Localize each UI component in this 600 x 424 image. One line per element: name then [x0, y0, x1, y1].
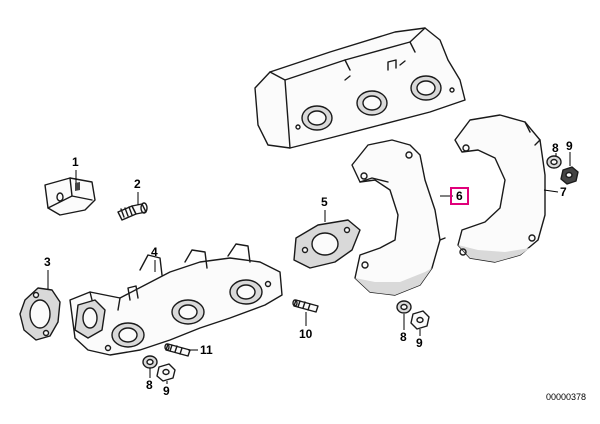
callout-8-lower[interactable]: 8: [146, 378, 153, 392]
callout-7[interactable]: 7: [560, 185, 567, 199]
callout-3[interactable]: 3: [44, 255, 51, 269]
nut-upper-right: [560, 166, 579, 185]
nut-lower-center: [410, 310, 430, 330]
stud-11: [164, 343, 191, 357]
callout-10[interactable]: 10: [299, 327, 313, 341]
callout-6[interactable]: 6: [450, 187, 469, 205]
washer-lower-left: [142, 355, 158, 369]
washer-upper-right: [546, 155, 562, 169]
heat-shield-bracket: [44, 177, 96, 216]
heat-shield-front: [351, 139, 446, 296]
callout-9-lower[interactable]: 9: [163, 384, 170, 398]
nut-lower-left: [156, 363, 176, 382]
callout-1[interactable]: 1: [72, 155, 79, 169]
bracket-bolt: [117, 202, 148, 221]
callout-11[interactable]: 11: [200, 343, 213, 357]
washer-lower-center: [396, 300, 412, 314]
callout-2[interactable]: 2: [134, 177, 141, 191]
callout-5[interactable]: 5: [321, 195, 328, 209]
callout-9-center[interactable]: 9: [416, 336, 423, 350]
callout-4[interactable]: 4: [151, 245, 158, 259]
exhaust-gasket: [19, 287, 61, 341]
callout-8-center[interactable]: 8: [400, 330, 407, 344]
leader-lines: [47, 152, 571, 384]
manifold-gasket: [293, 219, 361, 269]
catalog-code: 00000378: [545, 392, 586, 402]
stud-10: [292, 299, 319, 313]
exhaust-manifold: [69, 243, 283, 356]
callout-8-upper[interactable]: 8: [552, 141, 559, 155]
callout-9-upper[interactable]: 9: [566, 139, 573, 153]
cylinder-head: [254, 27, 466, 149]
heat-shield-rear: [454, 114, 546, 263]
